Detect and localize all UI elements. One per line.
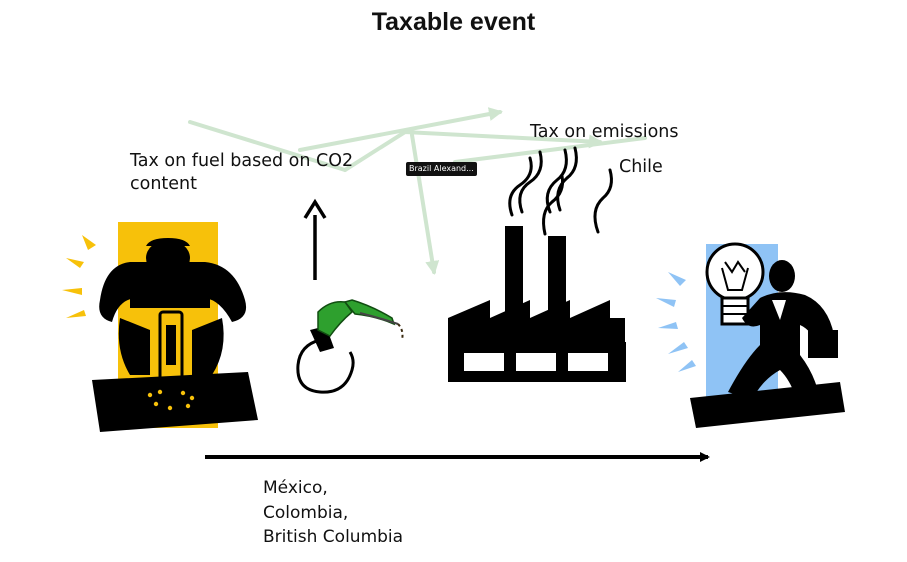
chile-label: Chile (619, 157, 663, 177)
annotation-stroke (453, 136, 647, 164)
businessman-lightbulb-icon (656, 242, 845, 428)
annotation-arrow (410, 133, 440, 275)
diagram-title: Taxable event (371, 8, 536, 36)
annotation-arrows (188, 107, 647, 275)
up-arrow (303, 198, 327, 280)
countries-label: México, Colombia, British Columbia (263, 478, 404, 548)
annotator-name-badge[interactable]: Brazil Alexand... (406, 162, 477, 176)
fuel-nozzle-icon (296, 299, 404, 394)
emissions-tax-label: Tax on emissions (530, 122, 679, 142)
miner-drill-icon (62, 222, 258, 432)
annotation-arrow (343, 129, 603, 172)
fuel-tax-label: Tax on fuel based on CO2 content (130, 151, 354, 194)
annotation-arrow (298, 107, 503, 152)
factory-icon (448, 146, 626, 382)
annotation-stroke (188, 120, 347, 172)
